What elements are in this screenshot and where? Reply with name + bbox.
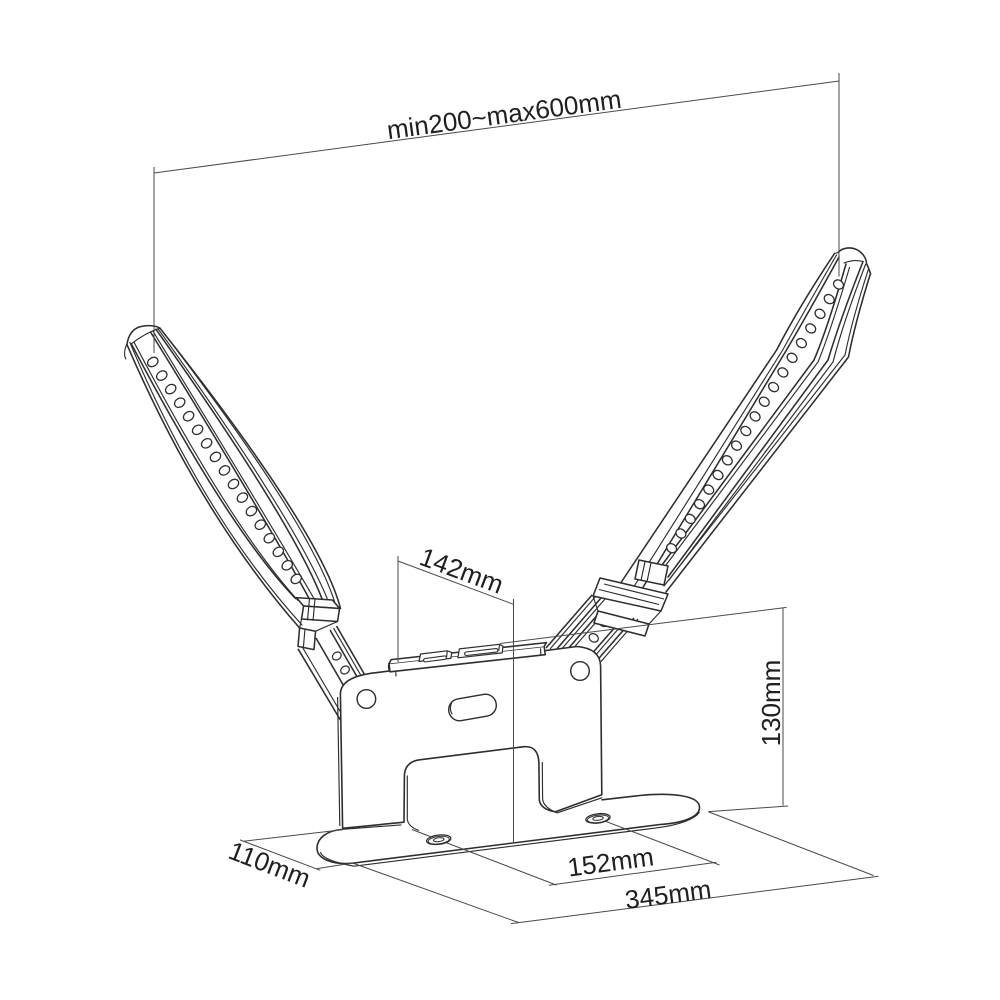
svg-text:130mm: 130mm xyxy=(756,660,786,747)
